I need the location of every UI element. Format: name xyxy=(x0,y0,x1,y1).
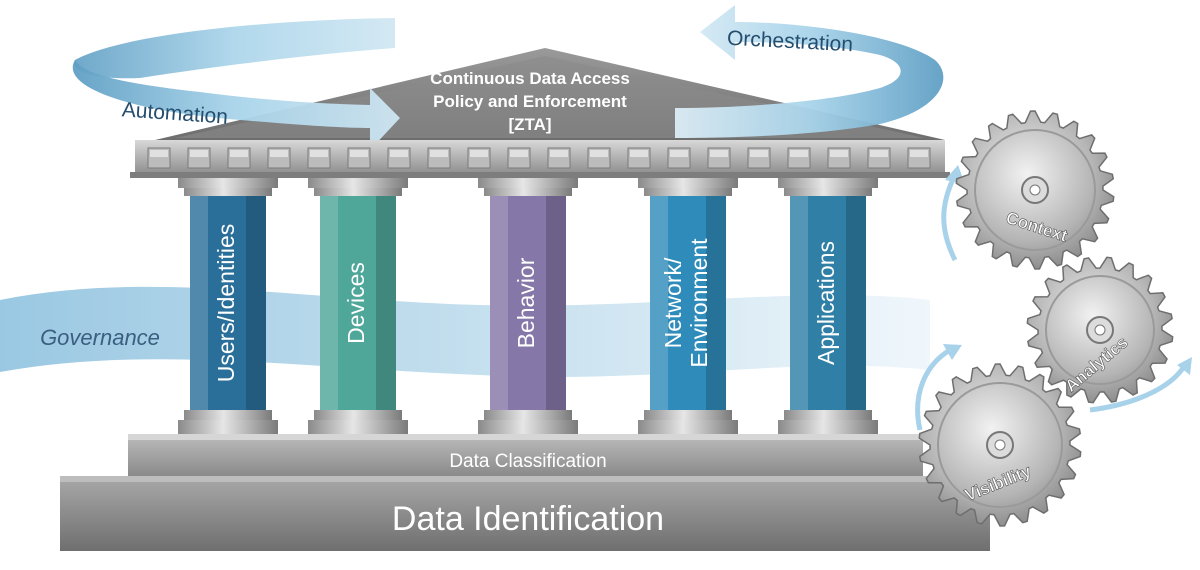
pillar-5: Applications xyxy=(778,178,878,434)
pillar-5-label: Applications xyxy=(813,241,839,365)
roof-title-line2: Policy and Enforcement xyxy=(433,92,627,111)
data-classification-label: Data Classification xyxy=(449,451,606,472)
orchestration-ribbon xyxy=(675,5,944,138)
automation-ribbon-front xyxy=(72,60,400,150)
cycle-arrow-lower xyxy=(915,347,952,431)
data-identification-label: Data Identification xyxy=(392,500,664,538)
pillar-1: Users/Identities xyxy=(178,178,278,434)
automation-ribbon-back xyxy=(74,18,395,79)
roof-title-line3: [ZTA] xyxy=(508,115,551,134)
step-classification xyxy=(128,434,923,476)
cycle-arrow-upper xyxy=(941,173,958,262)
cycle-arrow-right xyxy=(1089,363,1188,413)
pillar-2-label: Devices xyxy=(343,262,369,344)
pillar-3-label: Behavior xyxy=(513,257,539,348)
gear-analytics: Analytics xyxy=(1026,256,1174,404)
entablature xyxy=(135,140,945,174)
roof-title-line1: Continuous Data Access xyxy=(430,69,630,88)
pillars: Users/Identities Devices Behavior Network/E… xyxy=(178,178,878,434)
pillar-2: Devices xyxy=(308,178,408,434)
gear-visibility: Visibility xyxy=(918,363,1082,527)
governance-label: Governance xyxy=(40,325,160,350)
pillar-3: Behavior xyxy=(478,178,578,434)
pillar-4-label-2: Environment xyxy=(686,238,712,368)
pillar-1-label: Users/Identities xyxy=(213,224,239,383)
step-identification xyxy=(60,476,990,551)
frieze-dentils xyxy=(147,147,931,169)
pillar-4-label: Network/ xyxy=(660,257,686,348)
pillar-4: Network/Environment xyxy=(638,178,738,434)
gear-context: Context xyxy=(955,110,1115,270)
